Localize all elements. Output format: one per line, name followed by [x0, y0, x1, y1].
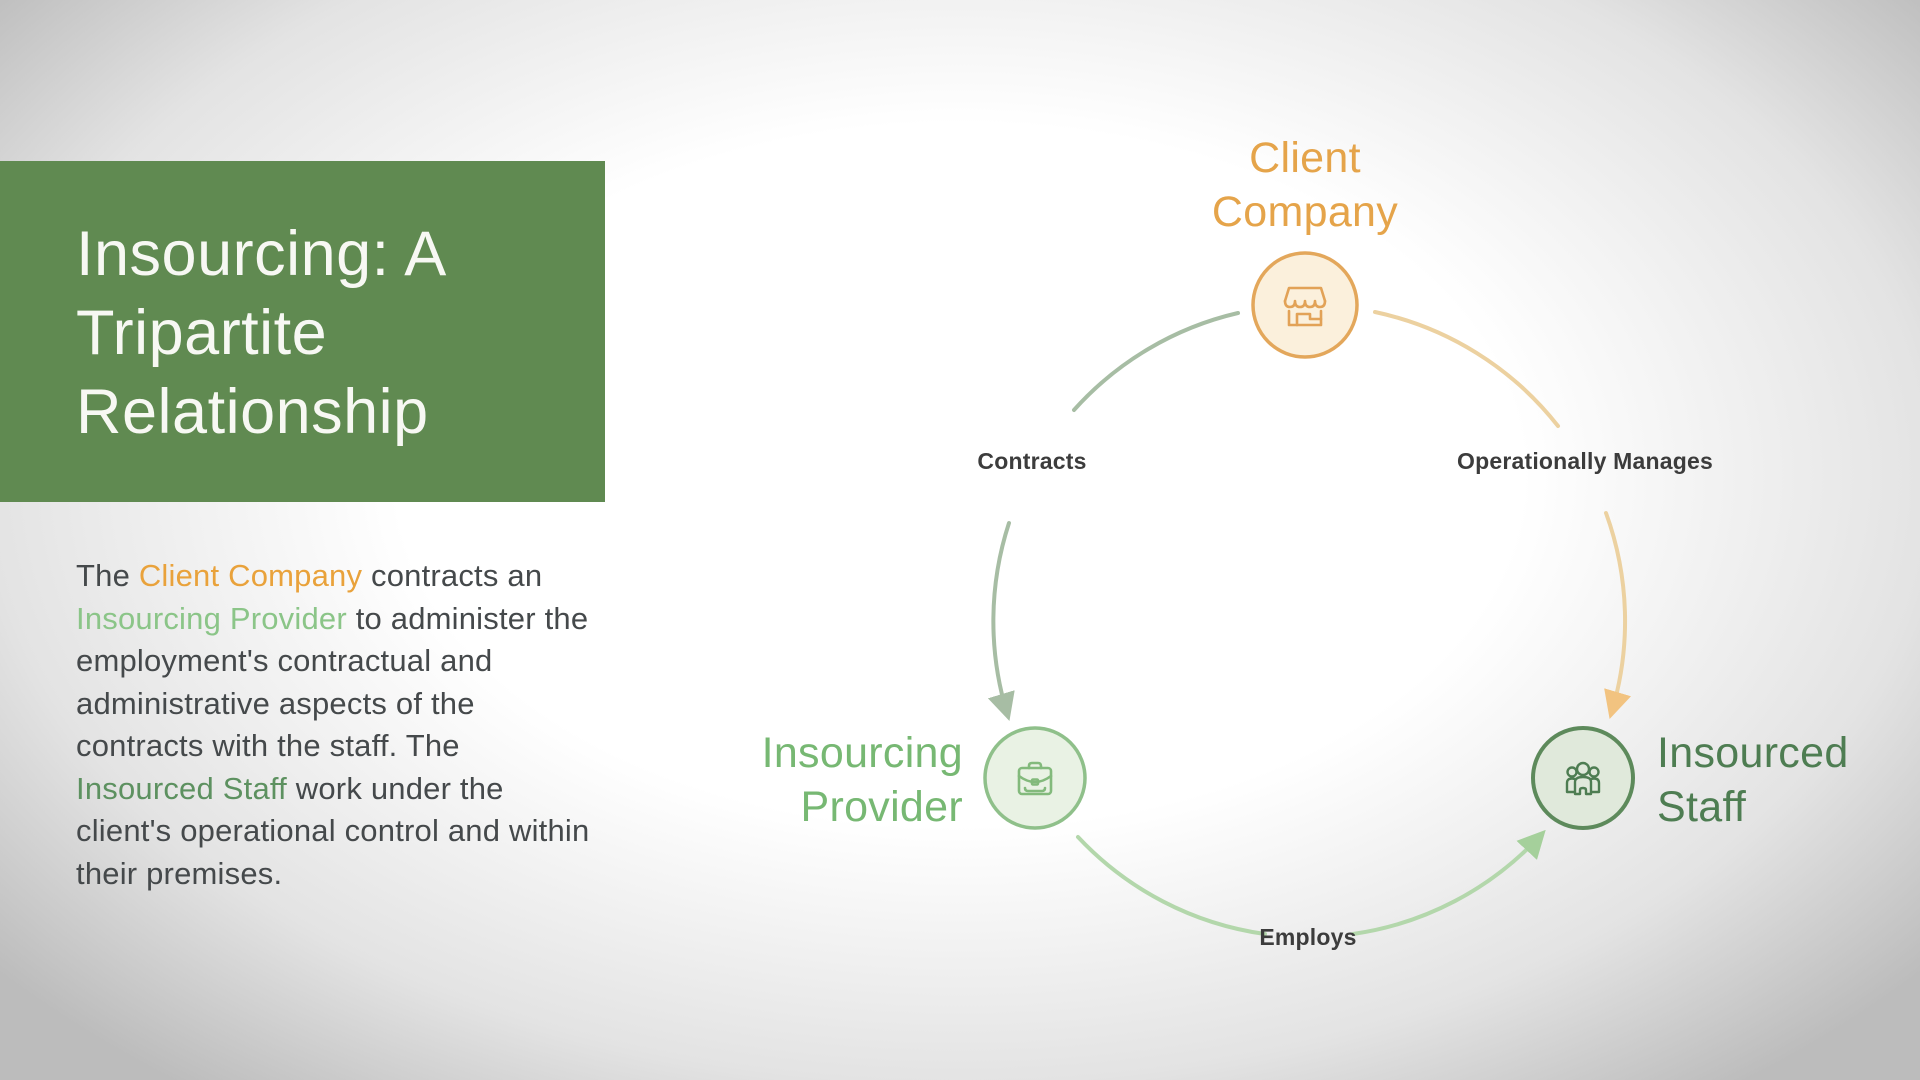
- contracts-edge-label: Contracts: [977, 448, 1087, 474]
- employs-arc: [1076, 835, 1267, 936]
- insourced-staff-label: Insourced Staff: [1657, 726, 1920, 834]
- insourced-staff-highlight: Insourced Staff: [76, 770, 287, 806]
- description-segment: to administer the employment's contractu…: [76, 600, 589, 764]
- description-segment: The: [76, 558, 139, 593]
- contracts-arc-arrowhead: [987, 521, 1015, 722]
- client-company-label-line2: Company: [1211, 188, 1399, 236]
- storefront-icon: [1283, 286, 1327, 327]
- description-segment: work under the client's operational cont…: [76, 770, 590, 891]
- insourcing-provider-label-line1: Insourcing: [761, 729, 963, 777]
- operationally-manages-arc: [1373, 310, 1560, 428]
- page-title: Insourcing: A Tripartite Relationship: [76, 219, 444, 447]
- insourcing-provider-label-line2: Provider: [800, 783, 963, 831]
- insourcing-provider-highlight: Insourcing Provider: [76, 600, 347, 636]
- client-company-label: Client Company: [1105, 131, 1505, 239]
- client-company-label-line1: Client: [1249, 134, 1361, 182]
- description-text: The Client Company contracts an Insourci…: [76, 555, 596, 895]
- title-panel: Insourcing: A Tripartite Relationship: [0, 161, 605, 502]
- employs-arc-arrowhead: [1351, 829, 1546, 936]
- contracts-arc: [1072, 311, 1240, 412]
- insourcing-provider-label: Insourcing Provider: [563, 726, 963, 834]
- insourced-staff-label-line2: Staff: [1657, 783, 1747, 831]
- operationally-manages-edge-label: Operationally Manages: [1457, 448, 1713, 474]
- team-icon: [1565, 761, 1601, 796]
- employs-edge-label: Employs: [1259, 924, 1357, 950]
- insourced-staff-label-line1: Insourced: [1657, 729, 1849, 777]
- operationally-manages-arc-arrowhead: [1604, 511, 1631, 720]
- description-segment: contracts an: [362, 558, 543, 593]
- client-company-highlight: Client Company: [138, 558, 363, 593]
- insourcing-provider-node: [983, 726, 1087, 830]
- briefcase-icon: [1017, 761, 1053, 796]
